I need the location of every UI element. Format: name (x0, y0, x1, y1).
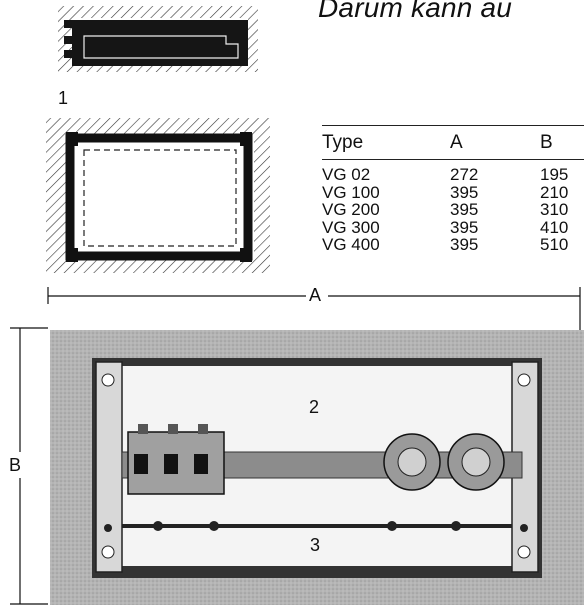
b-cell: 310 (540, 200, 569, 219)
type-cell: VG 200 (322, 200, 380, 219)
column-header-a: A (450, 132, 463, 153)
type-cell: VG 02 (322, 165, 371, 184)
b-cell: 410 (540, 217, 569, 237)
installation-photo (50, 330, 584, 605)
column-header-b: B (540, 132, 553, 153)
a-cell: 395 (450, 200, 479, 219)
dimension-a-line (47, 287, 581, 330)
table-row: VG 02 272 195 (322, 166, 584, 184)
type-cell: VG 300 (322, 217, 380, 237)
type-cell: VG 400 (322, 235, 380, 254)
b-cell: 195 (540, 165, 569, 184)
figure-label-2: 2 (309, 397, 320, 417)
a-cell: 395 (450, 182, 479, 202)
dimension-label-b: B (9, 455, 22, 475)
dimension-table: Type A B VG 02 272 195 VG 100 395 210 VG… (322, 125, 584, 254)
a-cell: 272 (450, 165, 479, 184)
table-row: VG 400 395 510 (322, 236, 584, 254)
table-top-rule (322, 125, 584, 126)
b-cell: 510 (540, 235, 569, 254)
type-cell: VG 100 (322, 182, 380, 202)
column-header-type: Type (322, 132, 364, 153)
table-row: VG 100 395 210 (322, 182, 584, 202)
table-row: VG 300 395 410 (322, 217, 584, 237)
connector-pair (383, 433, 505, 491)
dimension-b-line (10, 327, 48, 605)
table-body: VG 02 272 195 VG 100 395 210 VG 200 395 … (322, 166, 584, 254)
figure-label-1: 1 (58, 88, 69, 108)
figure-label-3: 3 (310, 535, 321, 555)
a-cell: 395 (450, 235, 479, 254)
table-header: Type A B (322, 126, 584, 159)
cross-section-drawing (58, 6, 258, 72)
a-cell: 395 (450, 217, 479, 237)
page-heading: Darum kann au (318, 0, 513, 23)
b-cell: 210 (540, 182, 569, 202)
table-header-rule (322, 159, 584, 160)
frame-plan-drawing (46, 118, 270, 273)
fuse-block (127, 424, 225, 495)
dimension-label-a: A (309, 285, 322, 305)
table-row: VG 200 395 310 (322, 201, 584, 219)
